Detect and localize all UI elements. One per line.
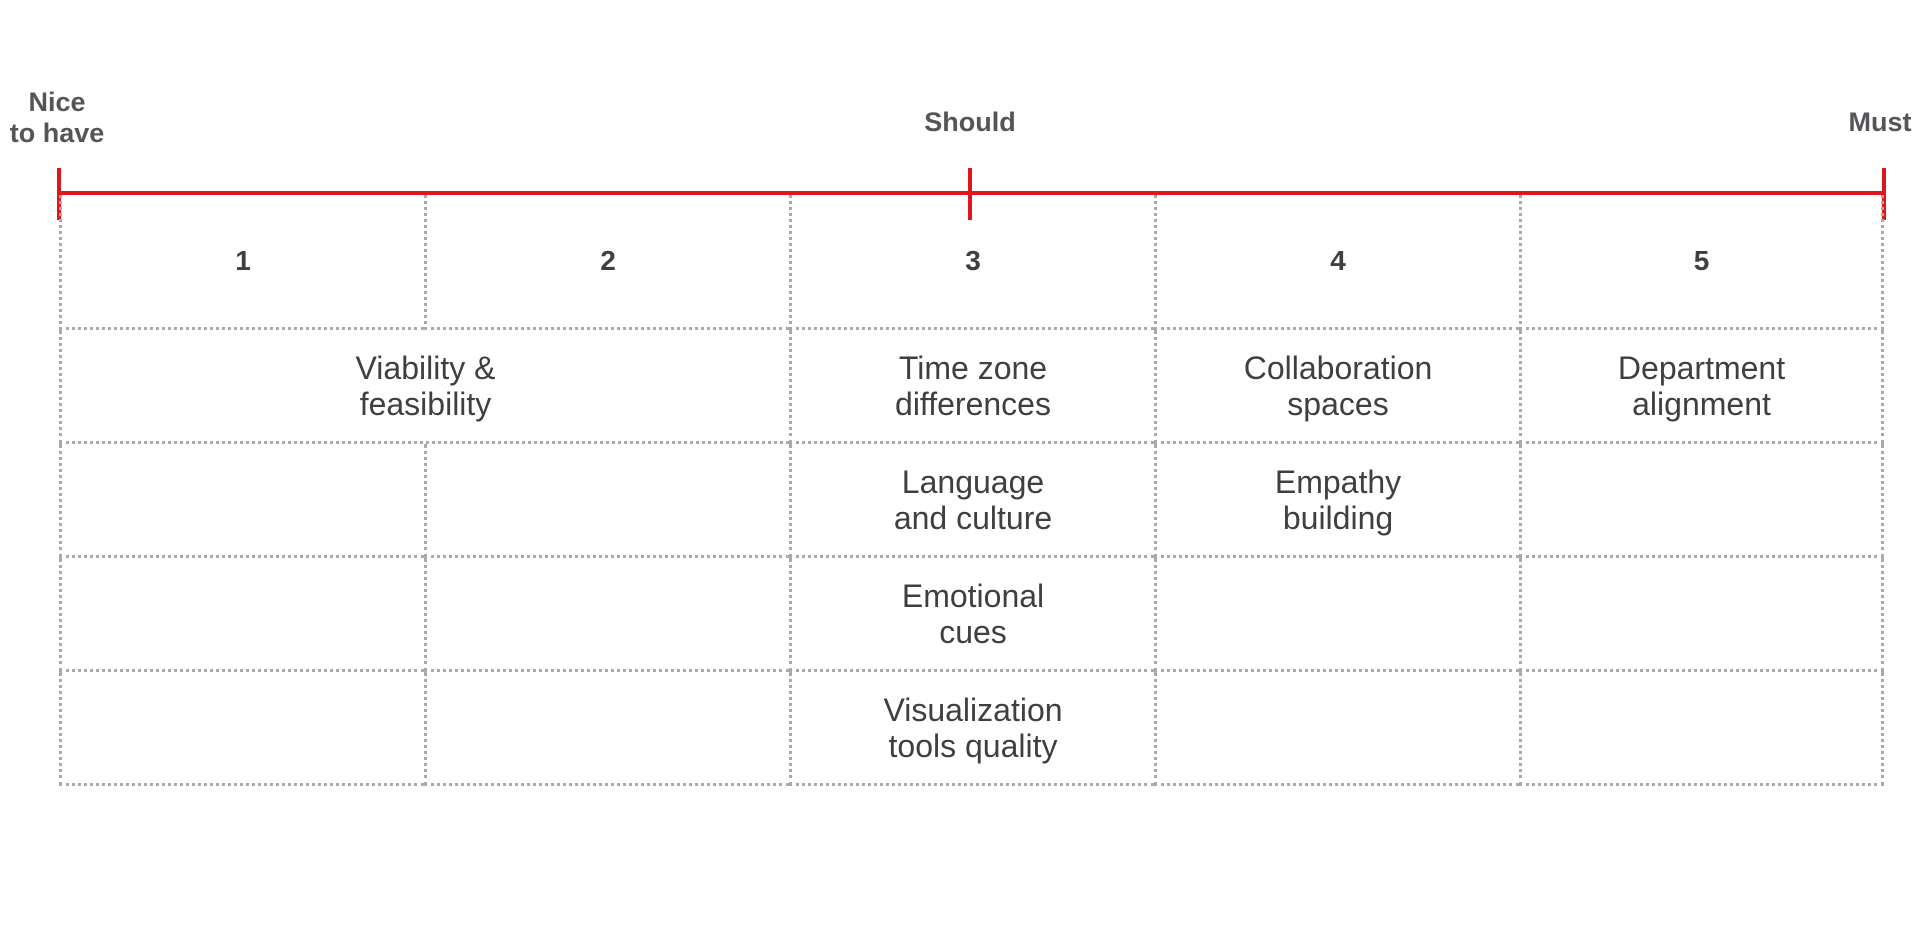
factor-label: Viability & feasibility [355, 349, 496, 422]
factor-cell: Department alignment [1519, 330, 1884, 444]
column-number: 2 [600, 245, 616, 276]
factor-label: Department alignment [1617, 349, 1786, 422]
column-header-5: 5 [1519, 195, 1884, 330]
factor-label: Emotional cues [901, 577, 1045, 650]
factor-cell: Emotional cues [789, 558, 1154, 672]
factor-cell [1154, 558, 1519, 672]
factor-cell: Language and culture [789, 444, 1154, 558]
column-header-2: 2 [424, 195, 789, 330]
factor-cell [59, 558, 424, 672]
scale-label-should: Should [924, 107, 1016, 137]
factor-cell [59, 672, 424, 786]
scale-label-nice-to-have: Nice to have [9, 87, 105, 148]
factor-cell [1519, 558, 1884, 672]
column-header-3: 3 [789, 195, 1154, 330]
factor-cell: Collaboration spaces [1154, 330, 1519, 444]
column-number: 1 [235, 245, 251, 276]
factor-cell: Visualization tools quality [789, 672, 1154, 786]
priority-grid: 1 2 3 4 5 Viability & feasibility Time z… [59, 195, 1884, 786]
factor-cell: Viability & feasibility [59, 330, 789, 444]
column-header-4: 4 [1154, 195, 1519, 330]
column-header-1: 1 [59, 195, 424, 330]
factor-label: Time zone differences [895, 349, 1051, 422]
factor-label: Language and culture [893, 463, 1053, 536]
factor-cell: Time zone differences [789, 330, 1154, 444]
factor-cell [59, 444, 424, 558]
factor-cell: Empathy building [1154, 444, 1519, 558]
factor-cell [1519, 444, 1884, 558]
factor-cell [1154, 672, 1519, 786]
factor-cell [424, 558, 789, 672]
factor-label: Visualization tools quality [883, 691, 1063, 764]
column-number: 4 [1330, 245, 1346, 276]
factor-cell [424, 672, 789, 786]
column-number: 3 [965, 245, 981, 276]
factor-label: Collaboration spaces [1243, 349, 1433, 422]
column-number: 5 [1693, 245, 1710, 276]
factor-label: Empathy building [1274, 463, 1402, 536]
factor-cell [1519, 672, 1884, 786]
scale-label-must: Must [1848, 107, 1912, 137]
factor-cell [424, 444, 789, 558]
